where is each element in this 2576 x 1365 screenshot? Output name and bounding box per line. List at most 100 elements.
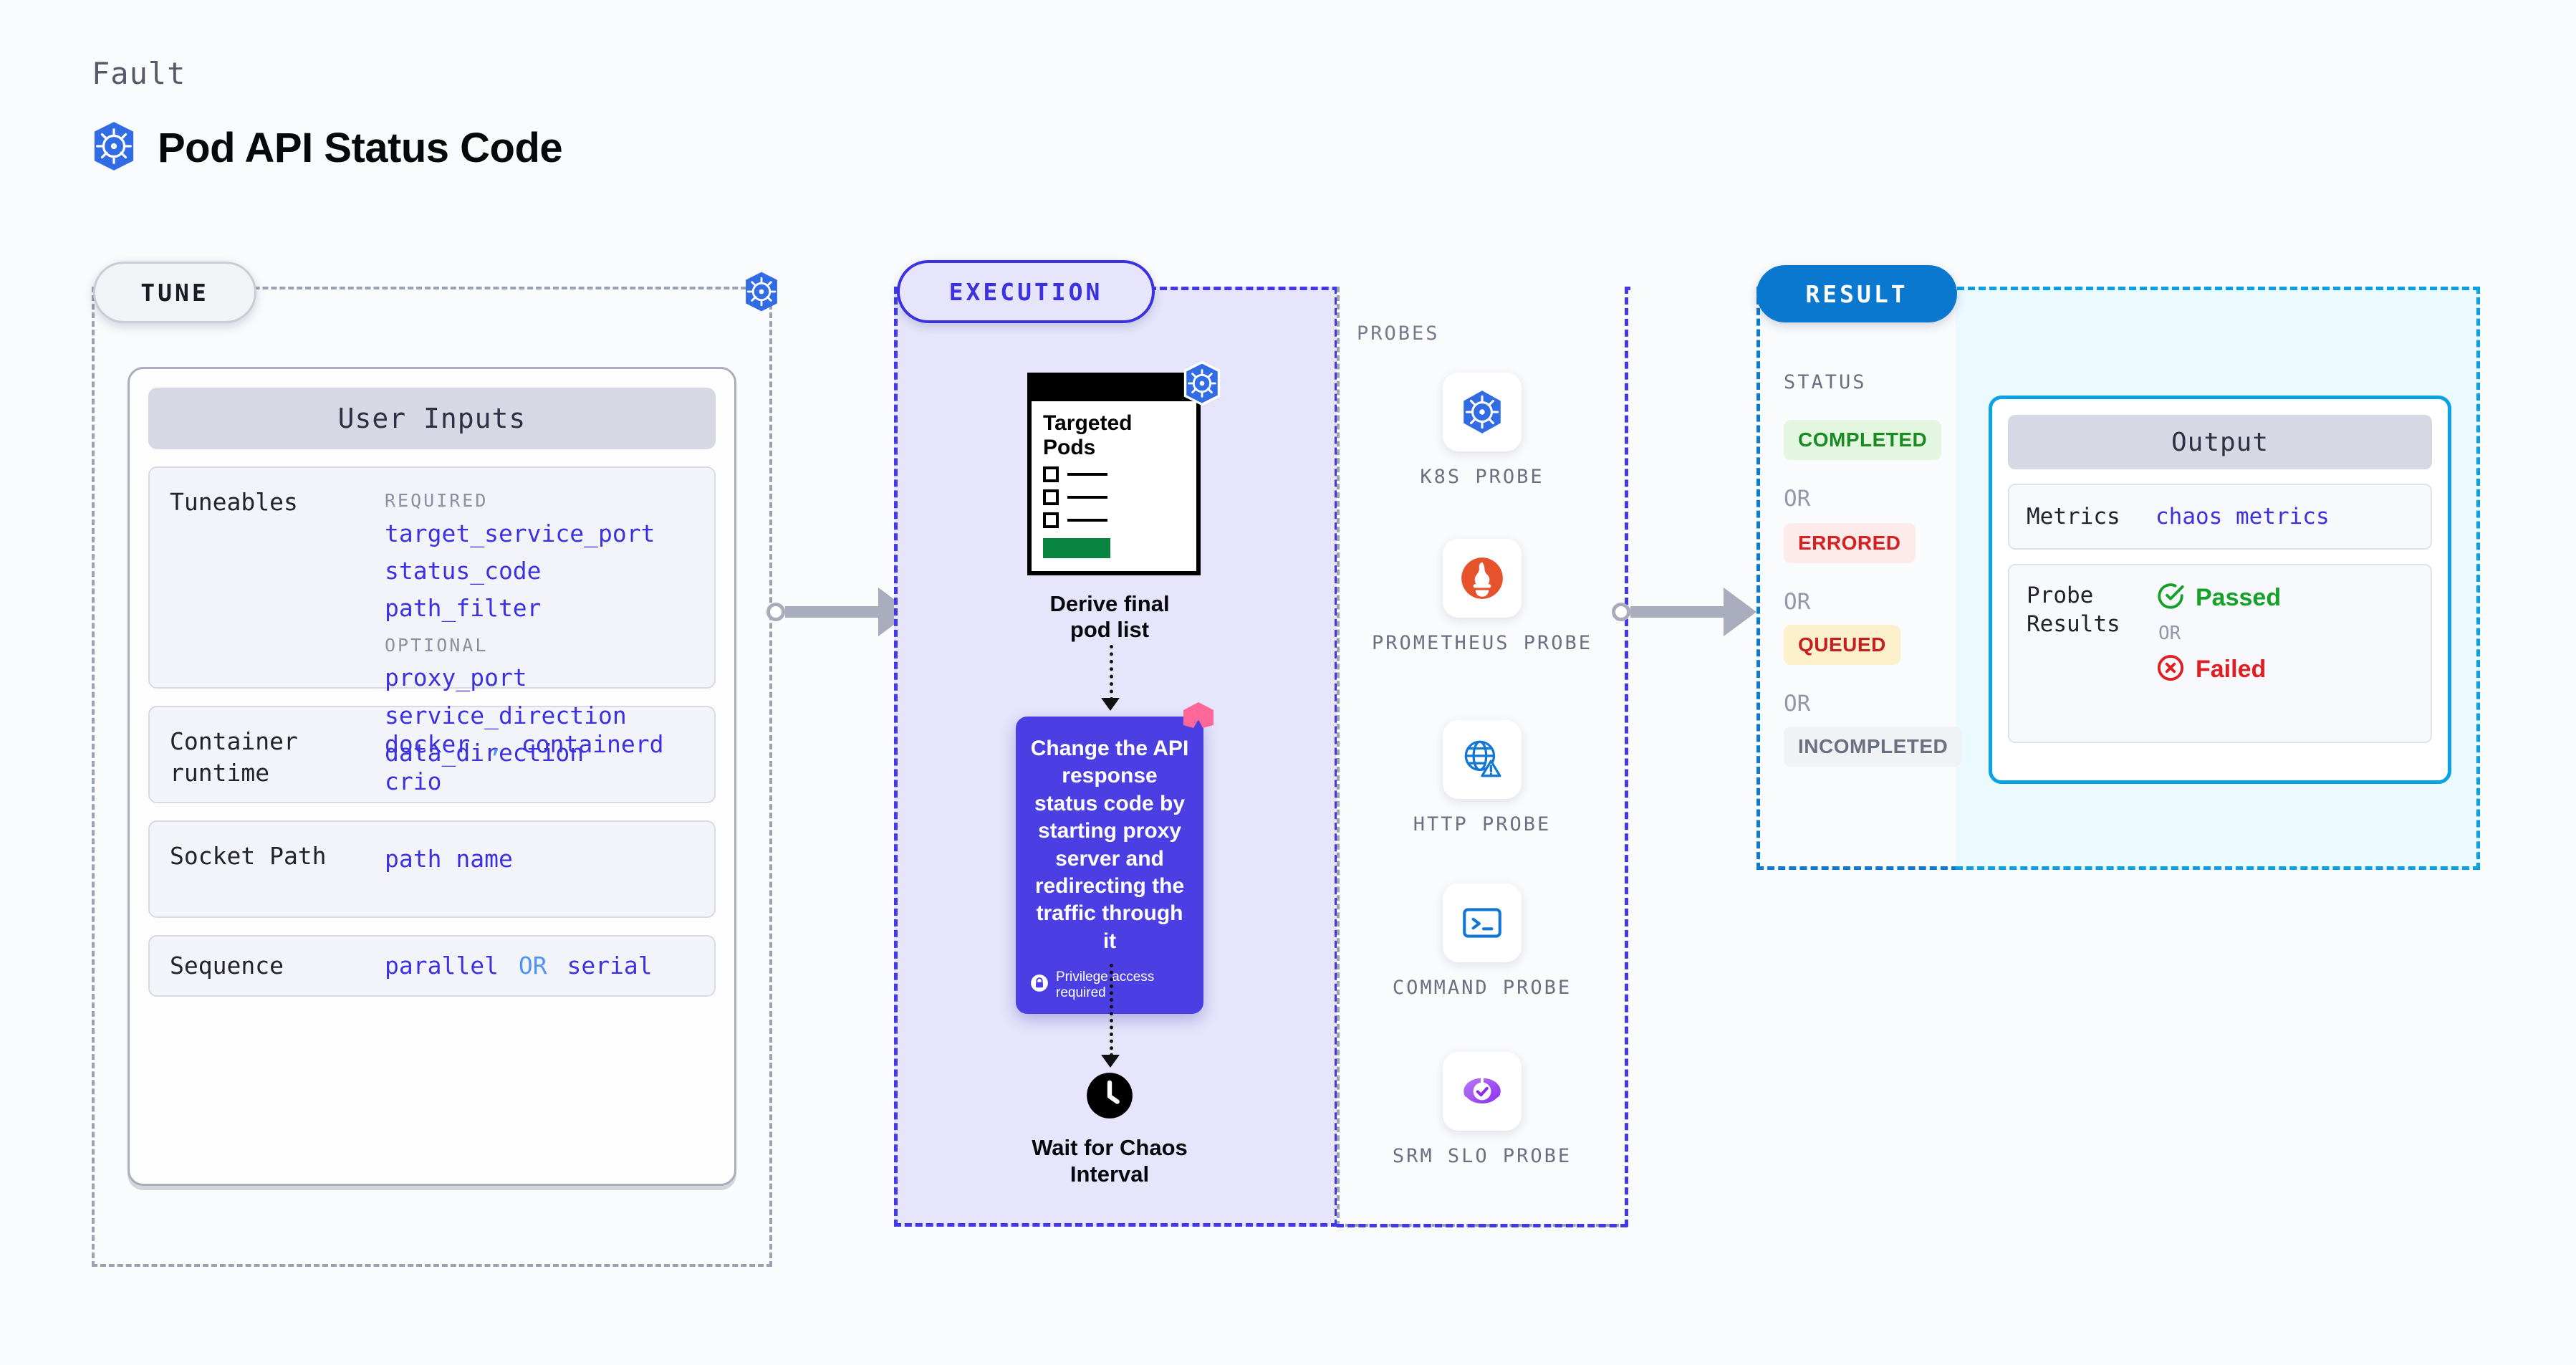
- flow-line-2: [1110, 964, 1113, 1057]
- socket-path-value[interactable]: path name: [385, 845, 513, 873]
- execution-stage-pill[interactable]: EXECUTION: [897, 260, 1155, 323]
- container-runtime-row: Container runtime docker , containerd cr…: [148, 706, 716, 803]
- prometheus-icon: [1443, 539, 1522, 618]
- probe-item-k8s[interactable]: K8S PROBE: [1337, 373, 1628, 490]
- probe-item-command[interactable]: COMMAND PROBE: [1337, 883, 1628, 1001]
- optional-label: OPTIONAL: [385, 634, 489, 656]
- probe-item-prometheus[interactable]: PROMETHEUS PROBE: [1337, 539, 1628, 656]
- sequence-or: OR: [518, 951, 547, 980]
- srm-slo-icon: [1443, 1052, 1522, 1131]
- wait-for-chaos-step: Wait for Chaos Interval: [1027, 1071, 1192, 1187]
- probes-panel-right-border: [1625, 287, 1628, 1227]
- pods-checklist-row: [1043, 512, 1185, 529]
- kubernetes-icon: [1182, 360, 1222, 408]
- tuneable-required-3[interactable]: path_filter: [385, 593, 542, 622]
- wait-for-chaos-caption: Wait for Chaos Interval: [1032, 1135, 1188, 1187]
- progress-bar: [1043, 538, 1110, 559]
- list-dash: [1067, 473, 1107, 476]
- derive-pod-list-caption: Derive final pod list: [1049, 591, 1170, 643]
- required-label: REQUIRED: [385, 490, 489, 511]
- output-card: Output Metrics chaos metrics Probe Resul…: [1989, 396, 2451, 784]
- privilege-note: Privilege access required: [1030, 969, 1189, 1001]
- probe-label-http: HTTP PROBE: [1413, 813, 1552, 835]
- probe-passed-label: Passed: [2196, 583, 2282, 611]
- probe-label-k8s: K8S PROBE: [1420, 466, 1544, 488]
- tuneable-required-2[interactable]: status_code: [385, 556, 542, 585]
- connector-start-dot: [766, 603, 785, 621]
- tuneable-optional-2[interactable]: service_direction: [385, 701, 627, 729]
- flow-line-1: [1110, 645, 1113, 701]
- status-badge-incompleted: INCOMPLETED: [1784, 727, 1963, 767]
- metrics-value[interactable]: chaos metrics: [2156, 504, 2330, 530]
- probe-label-command: COMMAND PROBE: [1392, 977, 1572, 999]
- tuneable-optional-3[interactable]: data_direction: [385, 738, 585, 767]
- probe-item-http[interactable]: HTTP PROBE: [1337, 720, 1628, 838]
- user-inputs-card: User Inputs Tuneables REQUIRED target_se…: [128, 367, 736, 1186]
- runtime-crio[interactable]: crio: [385, 767, 442, 796]
- probe-result-or: OR: [2158, 623, 2181, 644]
- probe-result-passed: Passed: [2156, 581, 2413, 614]
- tuneables-values: REQUIRED target_service_port status_code…: [385, 487, 694, 772]
- targeted-pods-card: Targeted Pods: [1027, 360, 1221, 576]
- fault-eyebrow-label: Fault: [92, 56, 186, 91]
- probe-result-failed: Failed: [2156, 653, 2413, 686]
- sequence-row: Sequence parallel OR serial: [148, 935, 716, 997]
- probes-title: PROBES: [1357, 322, 1440, 345]
- flow-arrow-1: [1101, 698, 1120, 711]
- status-badge-completed: COMPLETED: [1784, 420, 1942, 460]
- kubernetes-icon: [744, 271, 779, 315]
- check-circle-icon: [2156, 581, 2186, 614]
- http-globe-warning-icon: [1443, 720, 1522, 799]
- probe-failed-label: Failed: [2196, 655, 2267, 683]
- tuneable-required-1[interactable]: target_service_port: [385, 519, 655, 547]
- probe-label-prometheus: PROMETHEUS PROBE: [1371, 632, 1593, 654]
- x-circle-icon: [2156, 653, 2186, 686]
- connector-bar: [785, 606, 878, 618]
- tune-panel-top-border: [92, 287, 772, 289]
- container-runtime-key: Container runtime: [170, 727, 298, 787]
- targeted-pods-title: Targeted Pods: [1043, 411, 1133, 459]
- container-runtime-values: docker , containerd crio: [385, 726, 694, 795]
- terminal-icon: [1443, 883, 1522, 962]
- page-title: Pod API Status Code: [158, 124, 563, 171]
- tuneable-optional-1[interactable]: proxy_port: [385, 664, 527, 692]
- probe-label-srm-slo: SRM SLO PROBE: [1392, 1145, 1572, 1167]
- socket-path-key: Socket Path: [170, 842, 327, 870]
- tune-panel: [92, 287, 772, 1267]
- lock-icon: [1030, 974, 1049, 997]
- runtime-separator: ,: [489, 730, 503, 758]
- sequence-serial[interactable]: serial: [567, 951, 653, 980]
- action-card-text: Change the API response status code by s…: [1030, 737, 1189, 953]
- clock-icon: [1085, 1071, 1134, 1123]
- probe-results-values: Passed OR Failed: [2156, 581, 2413, 686]
- sequence-parallel[interactable]: parallel: [385, 951, 499, 980]
- socket-path-row: Socket Path path name: [148, 820, 716, 918]
- connector-arrow-head: [1724, 588, 1756, 636]
- status-badge-errored: ERRORED: [1784, 523, 1916, 563]
- connector-bar: [1630, 606, 1724, 618]
- targeted-pods-step: Targeted Pods Derive final pod list: [1027, 360, 1221, 643]
- status-or-3: OR: [1784, 691, 1811, 717]
- card-topbar: [1032, 377, 1196, 401]
- checkbox-icon: [1043, 466, 1059, 483]
- result-stage-pill[interactable]: RESULT: [1756, 265, 1957, 322]
- probe-item-srm-slo[interactable]: SRM SLO PROBE: [1337, 1052, 1628, 1169]
- tuneables-row: Tuneables REQUIRED target_service_port s…: [148, 466, 716, 767]
- status-badge-queued: QUEUED: [1784, 625, 1900, 665]
- result-status-panel: [1756, 287, 1959, 870]
- metrics-key: Metrics: [2027, 503, 2120, 530]
- status-or-2: OR: [1784, 589, 1811, 615]
- runtime-docker[interactable]: docker: [385, 730, 471, 758]
- output-title: Output: [2008, 415, 2432, 469]
- sequence-values: parallel OR serial: [385, 947, 694, 985]
- page-title-row: Pod API Status Code: [92, 120, 563, 175]
- list-dash: [1067, 496, 1107, 499]
- connector-execution-to-result: [1612, 588, 1775, 636]
- runtime-containerd[interactable]: containerd: [521, 730, 664, 758]
- tuneables-key: Tuneables: [170, 488, 298, 516]
- tune-stage-pill[interactable]: TUNE: [93, 262, 256, 323]
- status-or-1: OR: [1784, 486, 1811, 512]
- litmus-icon: [1179, 699, 1218, 741]
- user-inputs-title: User Inputs: [148, 388, 716, 449]
- pods-checklist-row: [1043, 489, 1185, 506]
